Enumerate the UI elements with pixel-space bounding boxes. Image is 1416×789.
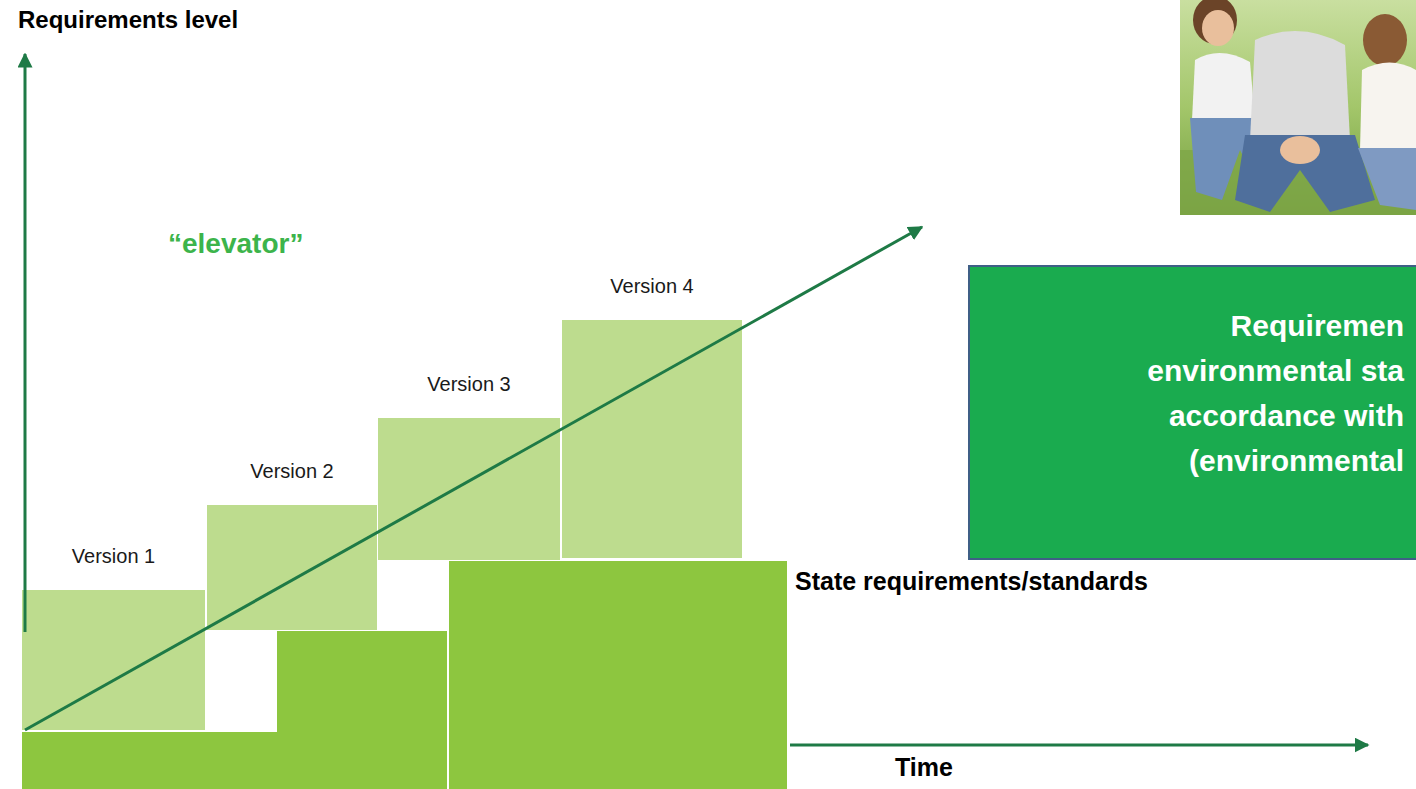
version-step: Version 1: [22, 544, 205, 730]
version-block: [378, 418, 560, 560]
photo-hair: [1363, 14, 1407, 66]
photo-face: [1202, 10, 1234, 46]
axis-title: Requirements level: [18, 6, 238, 34]
version-step: Version 2: [207, 459, 377, 630]
version-label: Version 4: [562, 274, 742, 298]
elevator-arrow: [25, 227, 922, 730]
requirements-box: Requiremen environmental sta accordance …: [968, 265, 1416, 560]
version-step: Version 3: [378, 372, 560, 560]
standard-block: [449, 561, 787, 789]
axis-title: State requirements/standards: [795, 567, 1148, 596]
version-label: Version 3: [378, 372, 560, 396]
version-block: [207, 505, 377, 630]
version-block: [22, 590, 205, 730]
photo-shirt: [1360, 63, 1416, 151]
photo-hands: [1280, 136, 1320, 164]
time-axis-arrow: [790, 744, 1368, 747]
standard-block: [277, 631, 447, 789]
photo-shirt: [1250, 31, 1350, 140]
elevator-label: “elevator”: [168, 228, 303, 260]
version-label: Version 2: [207, 459, 377, 483]
axis-title: Time: [895, 753, 953, 782]
photo-jeans: [1235, 135, 1375, 212]
box-text: Requiremen environmental sta accordance …: [1074, 303, 1404, 483]
version-block: [562, 320, 742, 558]
photo-ground: [1180, 0, 1416, 215]
photo-jeans: [1358, 148, 1416, 210]
standard-block: [22, 732, 277, 789]
version-step: Version 4: [562, 274, 742, 558]
y-axis-arrow: [24, 54, 27, 632]
photo-illustration: [1180, 0, 1416, 215]
photo-shirt: [1192, 53, 1255, 120]
version-label: Version 1: [22, 544, 205, 568]
